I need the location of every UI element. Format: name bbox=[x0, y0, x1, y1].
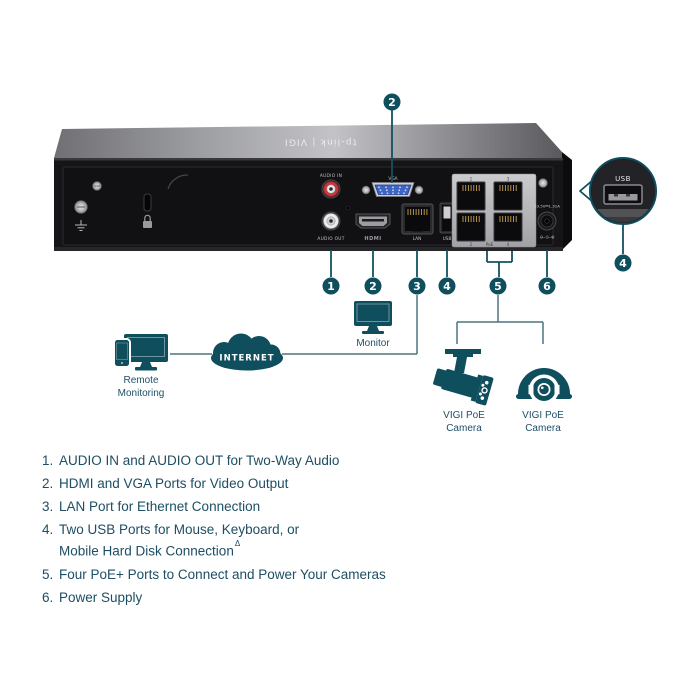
svg-text:AUDIO IN: AUDIO IN bbox=[320, 173, 342, 179]
svg-text:5: 5 bbox=[494, 280, 502, 293]
callout-circle-3: 3 bbox=[408, 277, 426, 295]
lan-port: LAN bbox=[401, 203, 434, 242]
usb-zoom-callout: USB bbox=[579, 157, 657, 225]
connection-lines bbox=[170, 295, 544, 355]
usb-zoom-port bbox=[603, 184, 643, 205]
usb-zoom-label: USB bbox=[615, 175, 631, 183]
callout-circle-4: 4 bbox=[438, 277, 456, 295]
svg-text:PoE: PoE bbox=[486, 242, 494, 247]
svg-text:4: 4 bbox=[619, 257, 627, 270]
ground-screw bbox=[74, 200, 88, 214]
device-right-side bbox=[562, 152, 572, 250]
monitor-icon bbox=[354, 301, 392, 334]
legend-item: 2. HDMI and VGA Ports for Video Output bbox=[42, 476, 289, 491]
device-top-face bbox=[54, 123, 562, 158]
svg-text:6: 6 bbox=[543, 280, 551, 293]
svg-text:3: 3 bbox=[413, 280, 421, 293]
poe-ports: 1 3 bbox=[451, 173, 537, 248]
svg-text:2: 2 bbox=[470, 242, 473, 247]
poe-port-4 bbox=[493, 212, 523, 242]
lock-icon bbox=[143, 214, 152, 228]
svg-text:AUDIO OUT: AUDIO OUT bbox=[317, 236, 344, 242]
camera1-label: VIGI PoE Camera bbox=[443, 410, 485, 434]
panel-arc-mark bbox=[167, 174, 189, 190]
legend-item: 3. LAN Port for Ethernet Connection bbox=[42, 499, 261, 514]
legend-item: 6. Power Supply bbox=[42, 589, 143, 605]
chassis-screw-right bbox=[538, 178, 548, 188]
monitor-label: Monitor bbox=[356, 338, 390, 349]
remote-monitoring-label: Remote Monitoring bbox=[117, 375, 165, 399]
polarity-icon: ⊖–⊙–⊕ bbox=[540, 235, 555, 240]
svg-text:VGA: VGA bbox=[388, 176, 397, 182]
svg-text:2: 2 bbox=[369, 280, 377, 293]
svg-text:4: 4 bbox=[507, 242, 510, 247]
legend-item: 5. Four PoE+ Ports to Connect and Power … bbox=[42, 566, 386, 582]
remote-monitoring-icon bbox=[113, 334, 168, 371]
power-jack: 53.5V⎓1.31A ⊖–⊙–⊕ bbox=[534, 204, 560, 240]
svg-text:2: 2 bbox=[388, 96, 396, 109]
hdmi-port: HDMI bbox=[355, 213, 391, 242]
reset-pinhole bbox=[346, 206, 350, 210]
ground-icon bbox=[75, 220, 87, 231]
poe-port-2 bbox=[456, 212, 486, 242]
legend-list: 1. AUDIO IN and AUDIO OUT for Two-Way Au… bbox=[42, 452, 662, 612]
footnote-mark: Δ bbox=[234, 539, 241, 548]
callout-circle-5: 5 bbox=[489, 277, 507, 295]
callout-circles: 2 1 2 3 4 5 6 4 bbox=[322, 93, 632, 295]
svg-text:USB: USB bbox=[443, 236, 452, 242]
legend-item: 4. Two USB Ports for Mouse, Keyboard, or… bbox=[42, 522, 300, 559]
audio-in-port: AUDIO IN bbox=[320, 173, 342, 199]
svg-text:3: 3 bbox=[507, 177, 510, 182]
internet-label: INTERNET bbox=[219, 354, 274, 364]
callout-circle-6: 6 bbox=[538, 277, 556, 295]
bullet-camera-icon bbox=[433, 349, 494, 406]
svg-text:53.5V⎓1.31A: 53.5V⎓1.31A bbox=[534, 204, 560, 209]
poe-port-1 bbox=[456, 181, 486, 211]
internet-cloud-icon: INTERNET bbox=[211, 333, 283, 371]
kensington-lock-slot bbox=[143, 193, 152, 212]
svg-text:HDMI: HDMI bbox=[364, 236, 381, 242]
legend-item: 1. AUDIO IN and AUDIO OUT for Two-Way Au… bbox=[42, 453, 340, 468]
brand-label: tp-link | VIGI bbox=[284, 137, 356, 147]
phone-icon bbox=[113, 338, 131, 368]
svg-text:LAN: LAN bbox=[413, 236, 422, 242]
svg-text:1: 1 bbox=[470, 177, 473, 182]
callout-circle-top-2: 2 bbox=[383, 93, 401, 111]
poe-port-3 bbox=[493, 181, 523, 211]
chassis-screw bbox=[92, 181, 102, 191]
callout-circle-1: 1 bbox=[322, 277, 340, 295]
callout-circle-2: 2 bbox=[364, 277, 382, 295]
audio-out-port: AUDIO OUT bbox=[317, 211, 344, 242]
dome-camera-icon bbox=[516, 368, 572, 405]
callout-circle-side-4: 4 bbox=[614, 254, 632, 272]
vga-port: VGA bbox=[361, 176, 424, 197]
svg-text:1: 1 bbox=[327, 280, 335, 293]
camera2-label: VIGI PoE Camera bbox=[522, 410, 564, 434]
svg-text:4: 4 bbox=[443, 280, 451, 293]
callout-lines bbox=[330, 110, 624, 277]
nvr-device: tp-link | VIGI AUDIO I bbox=[54, 123, 572, 251]
